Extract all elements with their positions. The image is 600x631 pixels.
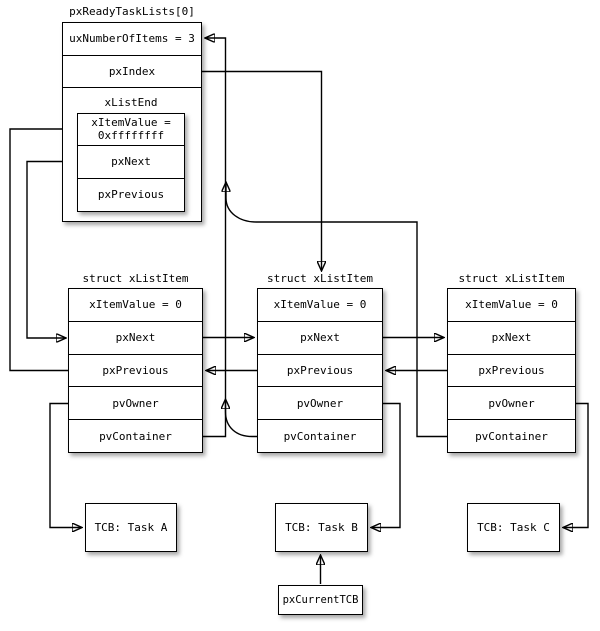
listend-title: xListEnd — [104, 96, 158, 109]
itemB-row-pvcontainer: pvContainer — [258, 419, 382, 452]
listend-row-pxnext: pxNext — [78, 144, 184, 178]
itemC-row-pxnext: pxNext — [448, 320, 575, 354]
listend-xitemvalue-line2: 0xffffffff — [97, 129, 165, 143]
itemC-row-pvowner: pvOwner — [448, 386, 575, 419]
itemA-row-pvcontainer: pvContainer — [69, 419, 202, 452]
itemB-row-xitemvalue: xItemValue = 0 — [273, 298, 367, 312]
pxcurrenttcb-box: pxCurrentTCB — [278, 585, 363, 615]
ready-list-row-uxnumberofitems: uxNumberOfItems = 3 — [69, 32, 195, 46]
listend-row-pxprevious: pxPrevious — [78, 177, 184, 211]
listend-box: xItemValue = 0xffffffff pxNext pxPreviou… — [77, 113, 185, 212]
itemA-row-xitemvalue: xItemValue = 0 — [89, 298, 182, 312]
itemA-box: xItemValue = 0 pxNext pxPrevious pvOwner… — [68, 288, 203, 453]
itemC-row-xitemvalue: xItemValue = 0 — [465, 298, 558, 312]
tcb-task-b: TCB: Task B — [275, 503, 368, 552]
tcb-task-a: TCB: Task A — [85, 503, 177, 552]
itemA-title: struct xListItem — [82, 272, 189, 285]
ready-list-row-pxindex: pxIndex — [63, 54, 201, 88]
itemB-row-pxprevious: pxPrevious — [258, 353, 382, 387]
itemA-row-pvowner: pvOwner — [69, 386, 202, 419]
itemA-row-pxnext: pxNext — [69, 320, 202, 354]
ready-list-listend-area — [63, 87, 201, 221]
itemC-box: xItemValue = 0 pxNext pxPrevious pvOwner… — [447, 288, 576, 453]
itemA-row-pxprevious: pxPrevious — [69, 353, 202, 387]
ready-list-title: pxReadyTaskLists[0] — [69, 5, 195, 18]
itemC-row-pvcontainer: pvContainer — [448, 419, 575, 452]
listend-row-xitemvalue: xItemValue = 0xffffffff — [78, 114, 184, 145]
tcb-task-c: TCB: Task C — [467, 503, 560, 552]
itemB-row-pxnext: pxNext — [258, 320, 382, 354]
itemC-title: struct xListItem — [458, 272, 565, 285]
itemB-row-pvowner: pvOwner — [258, 386, 382, 419]
itemC-row-pxprevious: pxPrevious — [448, 353, 575, 387]
listend-xitemvalue-line1: xItemValue = — [91, 116, 171, 130]
itemB-box: xItemValue = 0 pxNext pxPrevious pvOwner… — [257, 288, 383, 453]
itemB-title: struct xListItem — [267, 272, 373, 285]
